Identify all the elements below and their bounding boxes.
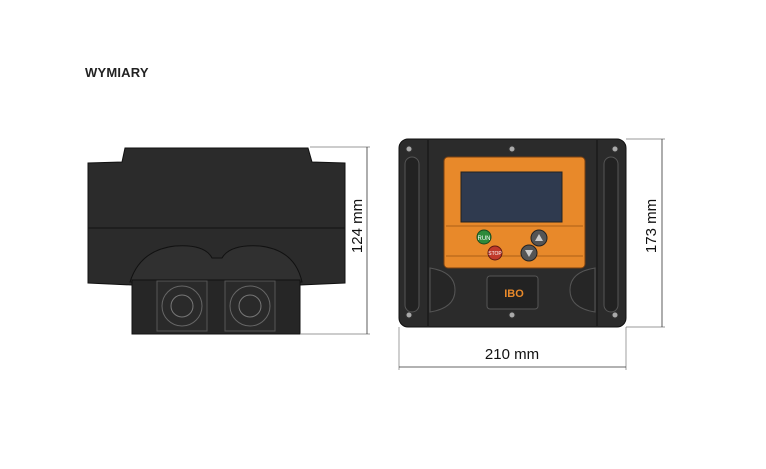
stop-button[interactable]: STOP [487, 245, 503, 261]
fan-left-icon [156, 280, 208, 332]
screw-icons [405, 145, 619, 319]
side-body [87, 147, 346, 286]
lcd-screen [460, 171, 563, 223]
run-button[interactable]: RUN [476, 229, 492, 245]
svg-text:RUN: RUN [478, 236, 491, 242]
front-width-label: 210 mm [485, 346, 539, 363]
right-grip [603, 156, 619, 313]
ibo-logo: IBO [504, 288, 524, 300]
front-height-label: 173 mm [643, 199, 660, 253]
down-arrow-button[interactable] [520, 244, 538, 262]
up-arrow-button[interactable] [530, 229, 548, 247]
fan-hood [129, 245, 303, 283]
svg-text:STOP: STOP [488, 251, 502, 257]
logo-plate [486, 275, 539, 310]
side-height-label: 124 mm [349, 199, 366, 253]
fan-right-icon [224, 280, 276, 332]
side-view: 124 mm [87, 146, 370, 335]
left-grip [404, 156, 420, 313]
section-title: WYMIARY [85, 65, 149, 80]
front-view: RUN STOP IBO 173 mm 210 mm [398, 138, 665, 370]
